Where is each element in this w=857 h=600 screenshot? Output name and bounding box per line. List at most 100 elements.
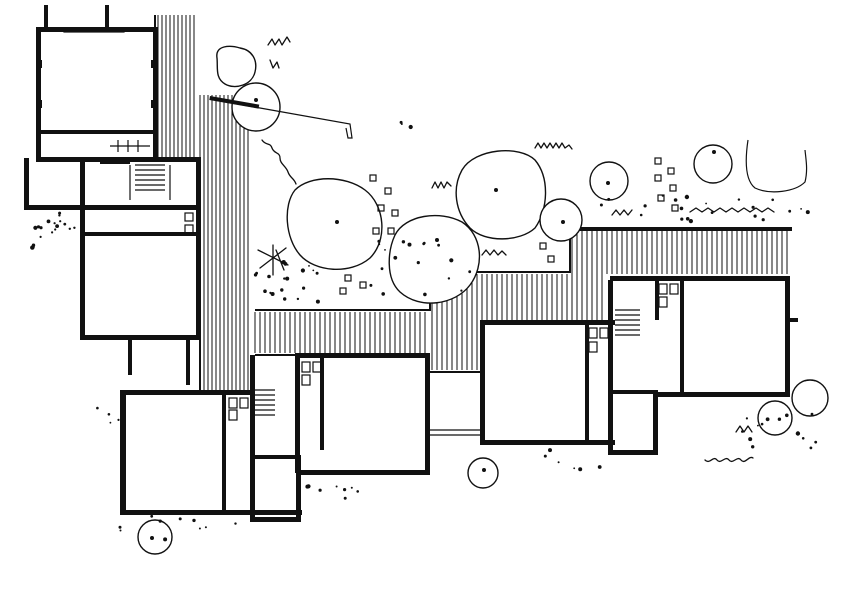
gravel-dot	[688, 219, 694, 224]
gravel-dot	[377, 239, 381, 243]
tree-large	[455, 150, 547, 240]
gravel-dot	[234, 522, 237, 525]
gravel-dot	[335, 485, 338, 488]
gravel-dot	[684, 194, 690, 200]
gravel-dot	[745, 417, 749, 420]
gravel-dot	[306, 484, 311, 489]
shrub-scribbles	[257, 36, 775, 463]
gravel-dot	[68, 227, 72, 230]
gravel-dot	[760, 422, 764, 426]
tree-top-1	[216, 45, 257, 88]
gravel-dot	[73, 226, 76, 229]
gravel-dot	[33, 225, 38, 230]
gravel-dot	[163, 537, 168, 542]
building-top-left	[36, 5, 201, 162]
gravel-dot	[806, 211, 810, 214]
gravel-dot	[39, 235, 42, 238]
tree-partial-right	[745, 139, 808, 193]
gravel-dot	[263, 289, 267, 294]
gravel-dot	[253, 273, 258, 277]
gravel-dot	[178, 517, 182, 521]
gravel-dot	[109, 421, 112, 424]
gravel-dot	[423, 292, 427, 297]
gravel-dot	[283, 262, 288, 266]
gravel-dot	[283, 277, 286, 280]
gravel-dot	[46, 219, 51, 224]
gravel-dot	[32, 245, 35, 249]
gravel-dot	[607, 197, 611, 201]
trees	[137, 45, 829, 555]
gravel-dot	[118, 525, 122, 529]
gravel-dot	[809, 446, 813, 450]
gravel-dot	[639, 213, 643, 217]
gravel-dot	[198, 527, 201, 530]
gravel-dot	[416, 261, 420, 265]
tree-bottom-right-2	[757, 400, 793, 436]
gravel-dot	[400, 123, 403, 125]
gravel-dot	[55, 224, 59, 229]
gravel-dot	[643, 204, 647, 208]
gravel-dot	[710, 211, 714, 215]
gravel-dot	[267, 274, 271, 279]
gravel-dot	[356, 490, 360, 493]
building-center-right	[480, 280, 658, 455]
gravel-dot	[679, 206, 684, 211]
gravel-dot	[302, 286, 306, 290]
gravel-dot	[270, 292, 275, 296]
gravel-dot	[447, 277, 451, 280]
gravel-dot	[751, 205, 755, 209]
gravel-dot	[800, 208, 802, 210]
tree-mid-2	[388, 214, 481, 304]
gravel-dot	[777, 417, 782, 421]
gravel-dot	[158, 519, 162, 523]
gravel-dot	[107, 413, 111, 416]
gravel-dot	[543, 454, 547, 458]
gravel-dot	[393, 255, 398, 260]
gravel-dot	[597, 465, 602, 469]
gravel-dot	[312, 269, 315, 272]
gravel-dot	[801, 437, 805, 440]
tree-bottom-left	[137, 519, 173, 555]
gravel-dot	[460, 289, 463, 292]
gravel-dot	[753, 214, 757, 218]
gravel-dot	[737, 198, 741, 201]
gravel-dot	[318, 488, 322, 492]
gravel-dot	[381, 292, 386, 296]
gravel-dot	[748, 437, 753, 442]
gravel-dot	[661, 194, 664, 197]
gravel-dot	[705, 202, 707, 205]
gravel-dot	[58, 214, 61, 217]
tree-bottom-center	[467, 457, 499, 489]
gravel-dot	[795, 431, 801, 436]
gravel-dot	[59, 220, 62, 223]
upper-deck-hatch	[571, 230, 788, 274]
gravel-dot	[384, 249, 386, 251]
tree-centers	[150, 98, 716, 540]
gravel-dot	[343, 488, 347, 492]
tree-small-3	[693, 144, 733, 184]
stepping-stones	[339, 157, 679, 295]
vertical-walk-hatch	[157, 15, 249, 390]
gravel-dot	[765, 417, 770, 422]
gravel-dot	[751, 445, 755, 449]
gravel-dot	[54, 228, 57, 231]
tree-small-1	[539, 198, 583, 242]
gravel-dot	[315, 299, 320, 304]
gravel-dot	[380, 267, 384, 271]
gravel-dot	[449, 258, 454, 263]
gravel-dot	[578, 467, 583, 472]
building-left-middle	[24, 158, 201, 385]
gravel-dot	[771, 198, 774, 202]
gravel-dot	[788, 209, 792, 213]
gravel-dot	[296, 297, 300, 301]
building-bottom-center	[295, 353, 480, 475]
gravel-dot	[315, 271, 319, 275]
gravel-dot	[280, 288, 284, 292]
gravel-dot	[468, 270, 472, 274]
gravel-dot	[369, 283, 373, 287]
gravel-dot	[814, 440, 818, 444]
gravel-dot	[58, 211, 62, 215]
building-right	[610, 276, 798, 397]
gravel-dot	[407, 242, 412, 247]
